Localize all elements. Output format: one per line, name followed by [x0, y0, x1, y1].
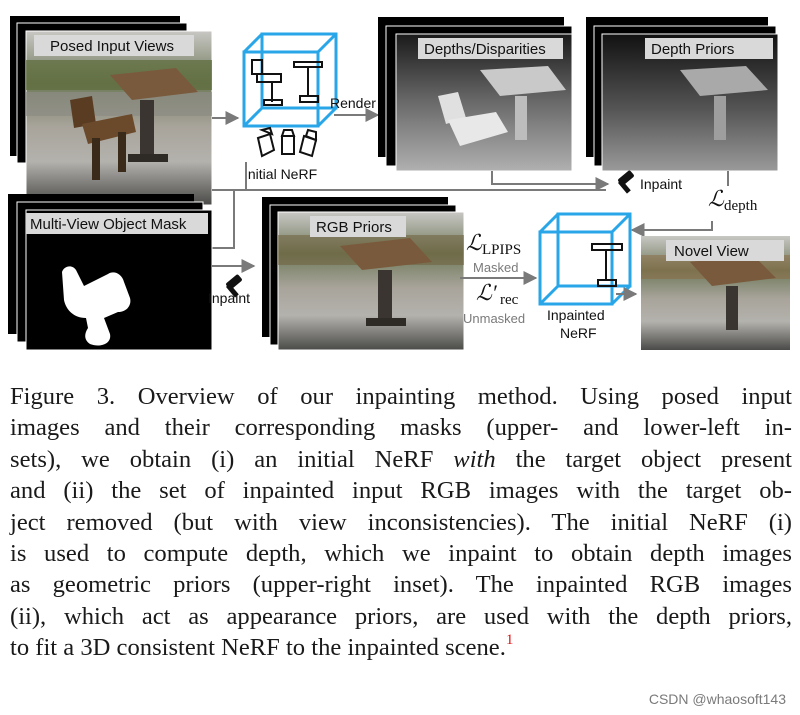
figure-caption: Figure 3. Overview of our inpainting met… — [10, 381, 792, 664]
loss-lpips-subscript: LPIPS — [482, 242, 521, 258]
caption-line-7: as geometric priors (upper-right inset).… — [10, 571, 792, 599]
object-mask-stack: Multi-View Object Mask — [8, 194, 213, 351]
depth-priors-label: Depth Priors — [651, 41, 734, 58]
depth-priors-label-box — [645, 38, 773, 59]
novel-view: Novel View — [641, 236, 790, 350]
rgb-priors-stack: RGB Priors — [262, 197, 465, 351]
inpaint-upper-label: Inpaint — [640, 176, 682, 192]
loss-depth-symbol: ℒ — [708, 186, 725, 211]
loss-depth-subscript: depth — [724, 198, 758, 214]
method-overview-diagram: Posed Input Views Initial NeRF — [8, 16, 790, 351]
arrow-loss-depth-to-nerf — [630, 221, 713, 237]
caption-line-3b: the target object present — [495, 445, 792, 473]
chair — [70, 96, 96, 128]
initial-nerf-cube: Initial NeRF — [242, 32, 338, 182]
inpainted-nerf-cube: Inpainted NeRF — [538, 212, 632, 341]
posed-input-views-label-box — [34, 35, 194, 56]
inpaint-brush-icon-lower — [225, 274, 242, 298]
cameras-icon — [256, 126, 318, 158]
caption-line-1: Figure 3. Overview of our inpainting met… — [10, 383, 792, 410]
inpainted-nerf-label-line2: NeRF — [560, 325, 597, 341]
depth-priors-stack: Depth Priors — [586, 17, 779, 172]
masked-label: Masked — [473, 260, 519, 275]
mask-shape — [62, 266, 131, 346]
initial-nerf-label: Initial NeRF — [244, 166, 317, 182]
table-chair-glyph — [251, 59, 323, 106]
watermark: CSDN @whaosoft143 — [648, 691, 786, 707]
caption-line-4: and (ii) the set of inpainted input RGB … — [10, 477, 792, 505]
mask-label: Multi-View Object Mask — [30, 216, 187, 233]
novel-view-label-box — [666, 240, 784, 261]
loss-rec-subscript: rec — [500, 292, 519, 308]
posed-input-views-stack: Posed Input Views — [10, 16, 213, 206]
inpainted-nerf-label-line1: Inpainted — [547, 307, 605, 323]
caption-line-3: sets), we obtain (i) an initial NeRF wit… — [10, 444, 792, 475]
depths-label-box — [418, 38, 563, 59]
rgb-priors-label: RGB Priors — [316, 219, 392, 236]
inpaint-brush-icon-upper — [617, 170, 634, 194]
caption-line-9-text: to fit a 3D consistent NeRF to the inpai… — [10, 634, 506, 662]
mask-label-box — [26, 213, 208, 234]
connector-mask-up — [212, 190, 235, 249]
inpaint-lower-label: Inpaint — [208, 290, 250, 306]
caption-line-9: to fit a 3D consistent NeRF to the inpai… — [10, 632, 792, 663]
novel-view-label: Novel View — [674, 243, 749, 260]
render-label: Render — [330, 95, 376, 111]
loss-lpips-symbol: ℒ — [466, 230, 483, 255]
posed-input-views-label: Posed Input Views — [50, 38, 174, 55]
caption-line-5: ject removed (but with view inconsistenc… — [10, 508, 792, 536]
loss-rec-symbol: ℒ′ — [476, 280, 498, 305]
depths-disparities-label: Depths/Disparities — [424, 41, 546, 58]
footnote-marker: 1 — [505, 632, 514, 649]
caption-line-2: images and their corresponding masks (up… — [10, 414, 792, 442]
depths-disparities-stack: Depths/Disparities — [378, 17, 573, 172]
caption-emphasis-with: with — [453, 445, 496, 473]
table-glyph — [591, 243, 623, 287]
caption-line-6: is used to compute depth, which we inpai… — [10, 540, 792, 568]
table-top — [110, 68, 198, 100]
connector-upper — [212, 162, 247, 191]
arrow-depth-inpaint — [491, 171, 610, 191]
caption-line-3a: sets), we obtain (i) an initial NeRF — [10, 445, 454, 473]
caption-line-8: (ii), which act as appearance priors, ar… — [10, 602, 792, 630]
unmasked-label: Unmasked — [463, 311, 525, 326]
rgb-priors-label-box — [310, 216, 406, 237]
